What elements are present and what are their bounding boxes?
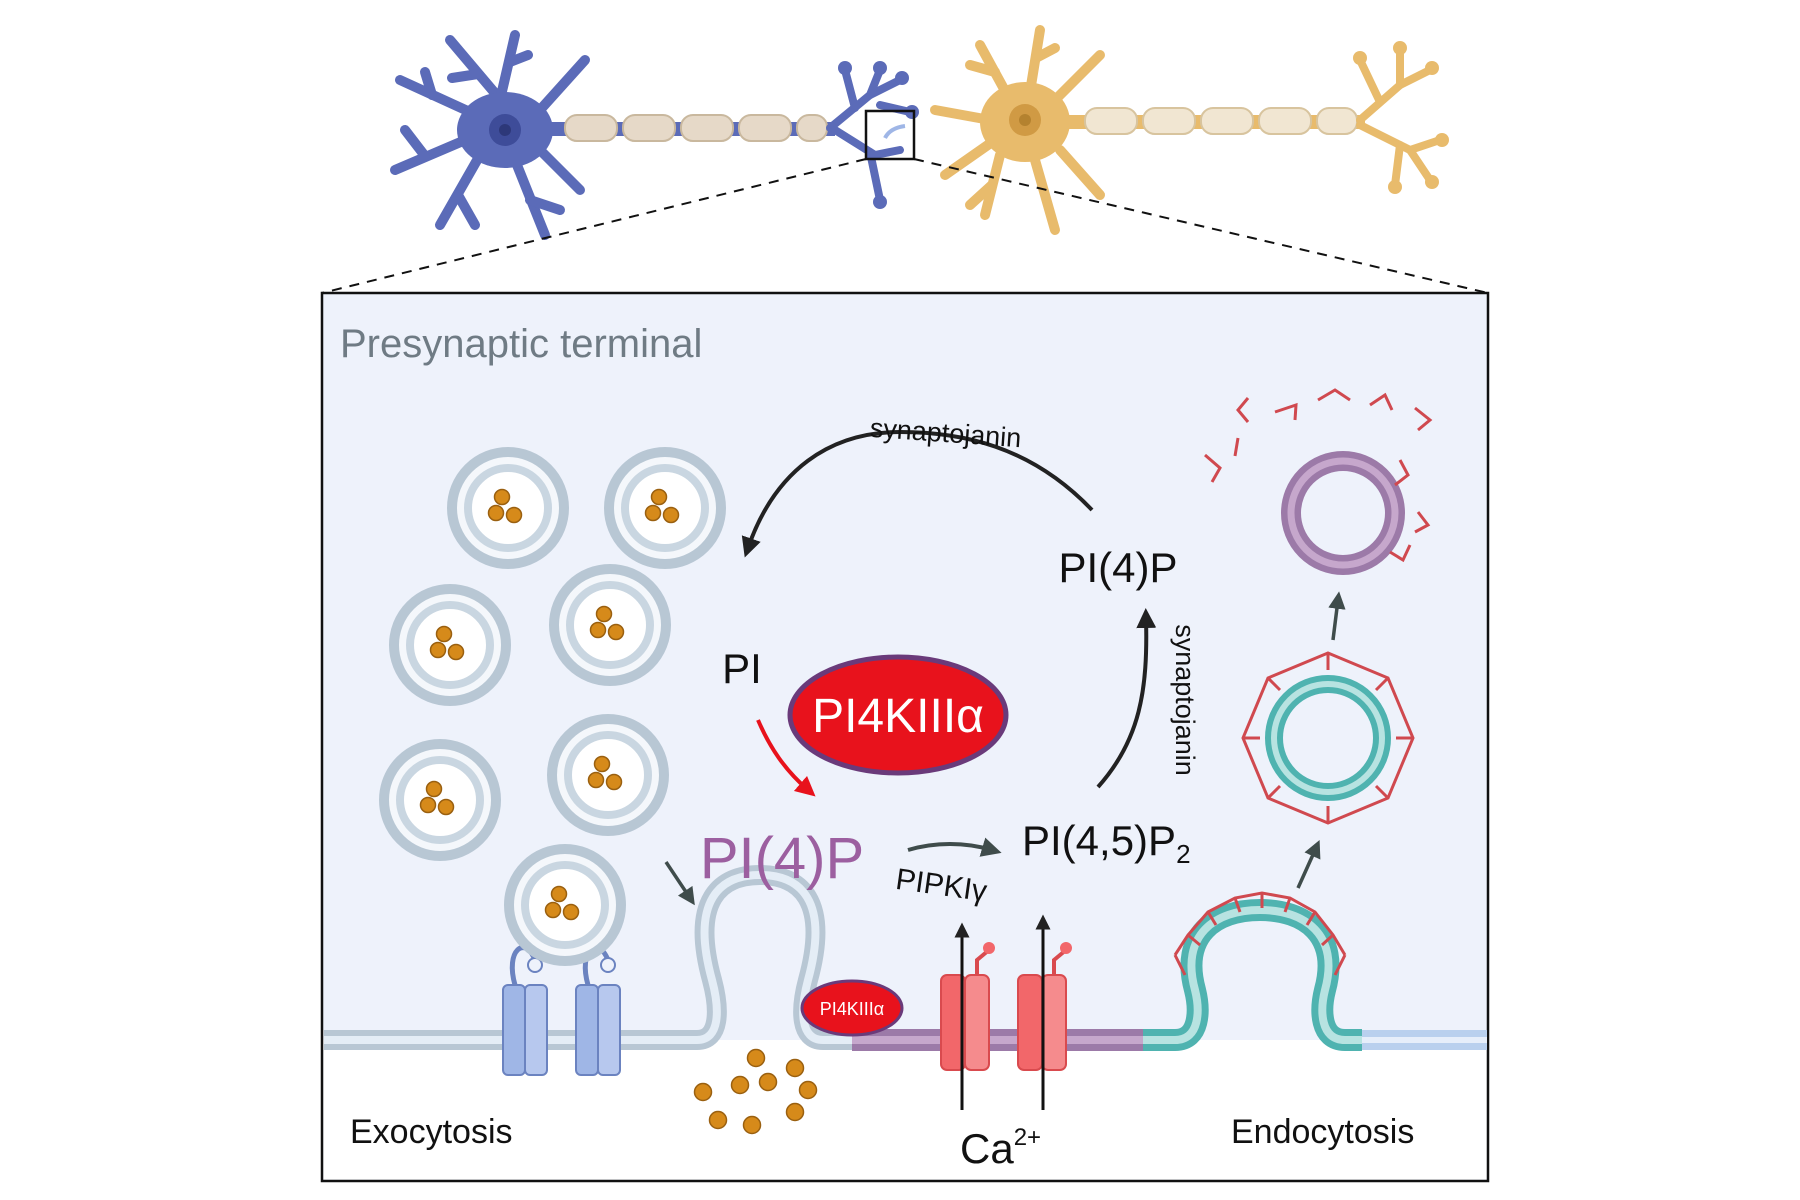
calcium-channels [940, 914, 1072, 1110]
clathrin-fragments [1204, 388, 1433, 563]
presynaptic-neuron [390, 30, 919, 240]
enzyme-large [787, 654, 1009, 776]
phosphoinositide-cycle [741, 429, 1157, 857]
pi4p-top-label: PI(4)P [1058, 544, 1177, 591]
transporter-proteins [502, 945, 621, 1076]
uncoated-vesicle [1281, 451, 1405, 575]
clathrin-coated-vesicle [1241, 651, 1415, 825]
panel-title: Presynaptic terminal [340, 322, 702, 366]
zoom-box [321, 109, 1489, 294]
neurotransmitter-release [693, 1048, 818, 1135]
enzyme-large-label: PI4KIIIα [812, 690, 984, 743]
clathrin-coat-pit [1173, 891, 1347, 976]
enzyme-small-membrane: PI4KIIIα [800, 979, 904, 1037]
pi4p-product-label: PI(4)P [700, 826, 864, 891]
exocytosis-label: Exocytosis [350, 1113, 513, 1151]
calcium-label: Ca2+ [960, 1124, 1041, 1172]
synaptojanin-side-label: synaptojanin [1170, 624, 1200, 776]
enzyme-small-label: PI4KIIIα [820, 999, 884, 1019]
postsynaptic-neuron [930, 25, 1449, 235]
pip2-label: PI(4,5)P2 [1022, 817, 1191, 869]
pi-label: PI [722, 645, 762, 692]
endocytosis-label: Endocytosis [1231, 1113, 1414, 1151]
